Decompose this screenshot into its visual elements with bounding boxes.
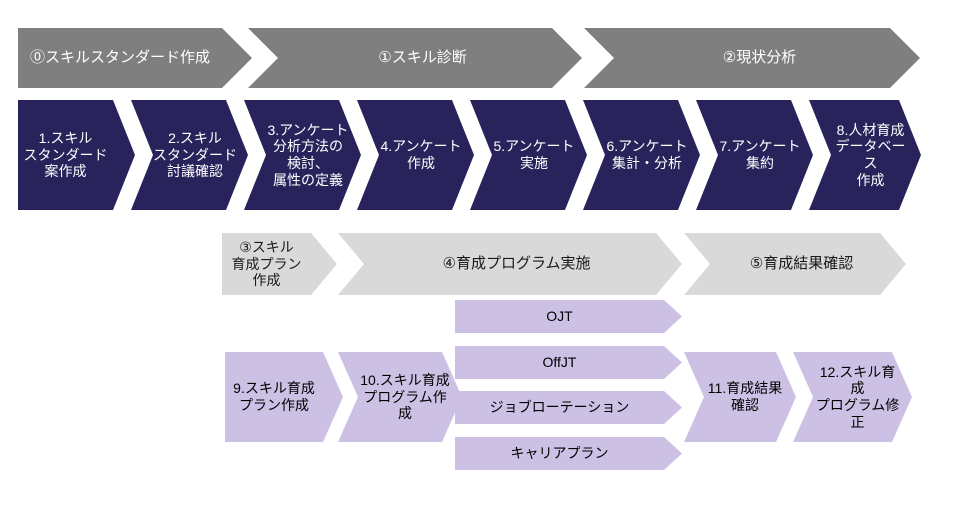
step-arrow-2-skill-standard-discussion: 2.スキル スタンダード 討議確認 [131, 100, 248, 210]
step-arrow-11-training-result-check: 11.育成結果 確認 [684, 352, 796, 442]
phase-arrow-training-result-check: ⑤育成結果確認 [684, 233, 906, 295]
program-arrow-ojt: OJT [455, 300, 682, 333]
step-arrow-4-survey-creation: 4.アンケート 作成 [357, 100, 474, 210]
step-arrow-1-skill-standard-draft: 1.スキル スタンダード 案作成 [18, 100, 135, 210]
program-arrow-career-plan: キャリアプラン [455, 437, 682, 470]
step-arrow-12-training-program-revision: 12.スキル育成 プログラム修正 [793, 352, 912, 442]
program-arrow-offjt: OffJT [455, 346, 682, 379]
step-arrow-6-survey-tally-analysis: 6.アンケート 集計・分析 [583, 100, 700, 210]
step-arrow-8-hr-database-creation: 8.人材育成 データベース 作成 [809, 100, 921, 210]
phase-arrow-skill-standard-creation: ⓪スキルスタンダード作成 [18, 28, 252, 88]
step-arrow-5-survey-execution: 5.アンケート 実施 [470, 100, 587, 210]
step-arrow-7-survey-aggregation: 7.アンケート 集約 [696, 100, 813, 210]
step-arrow-10-training-program-creation: 10.スキル育成 プログラム作成 [338, 352, 462, 442]
phase-arrow-current-state-analysis: ②現状分析 [584, 28, 920, 88]
program-arrow-job-rotation: ジョブローテーション [455, 391, 682, 424]
phase-arrow-training-program-execution: ④育成プログラム実施 [338, 233, 682, 295]
phase-arrow-skill-diagnosis: ①スキル診断 [248, 28, 582, 88]
phase-arrow-skill-development-plan: ③スキル 育成プラン 作成 [222, 233, 337, 295]
step-arrow-9-skill-development-plan: 9.スキル育成 プラン作成 [225, 352, 343, 442]
step-arrow-3-survey-analysis-method: 3.アンケート 分析方法の 検討、 属性の定義 [244, 100, 361, 210]
